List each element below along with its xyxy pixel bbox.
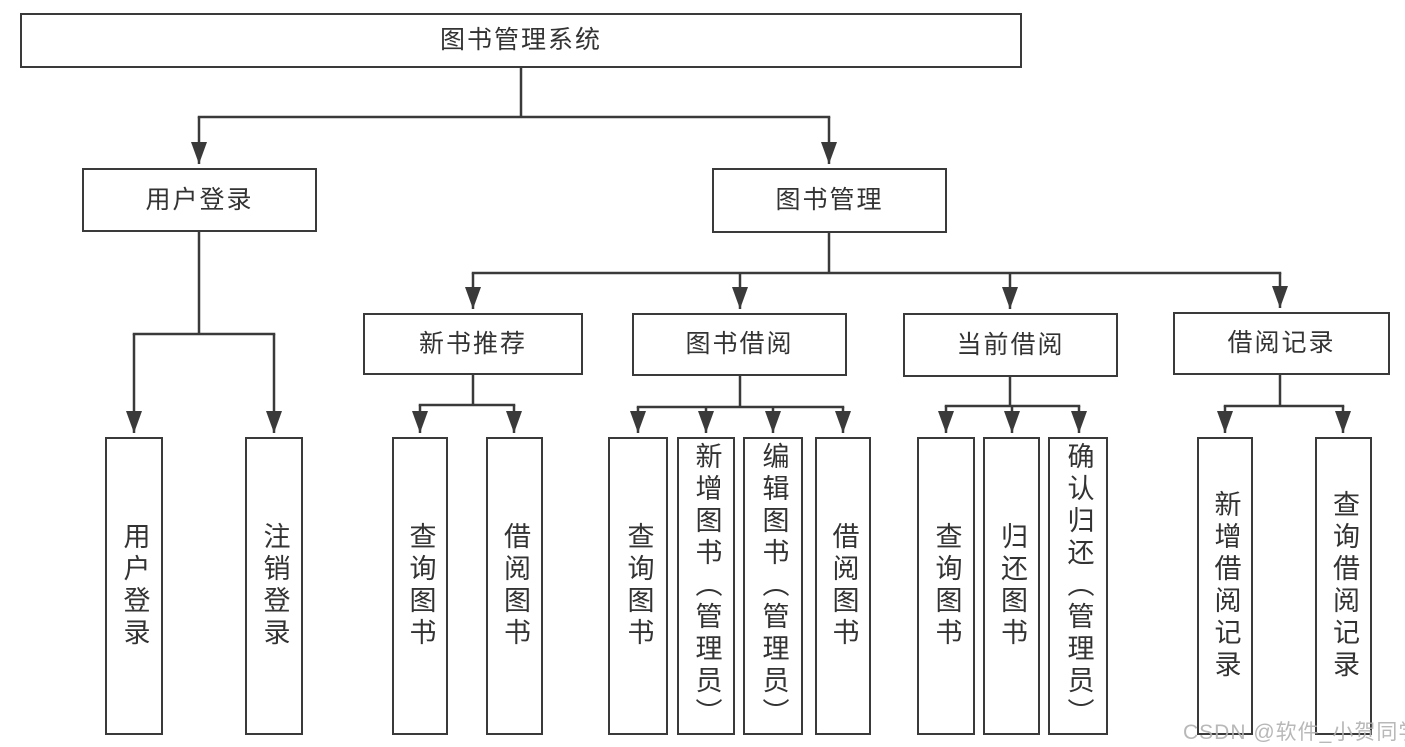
node-current-borrow-label: 当前借阅 bbox=[956, 330, 1065, 359]
node-book-management: 图书管理 bbox=[712, 168, 947, 233]
leaf-borrow-books: 借阅图书 bbox=[815, 437, 871, 735]
leaf-logout-label: 注销登录 bbox=[259, 522, 290, 650]
leaf-query-books-borrow-label: 查询图书 bbox=[623, 522, 654, 650]
leaf-query-books-recommend-label: 查询图书 bbox=[405, 522, 436, 650]
node-new-book-recommend-label: 新书推荐 bbox=[418, 329, 527, 358]
node-book-borrow: 图书借阅 bbox=[632, 313, 847, 376]
node-library-management-system: 图书管理系统 bbox=[20, 13, 1022, 68]
leaf-borrow-books-recommend-label: 借阅图书 bbox=[500, 522, 530, 650]
leaf-user-login: 用户登录 bbox=[105, 437, 163, 735]
node-new-book-recommend: 新书推荐 bbox=[363, 313, 583, 375]
leaf-edit-book-admin-label: 编辑图书（管理员） bbox=[758, 442, 789, 730]
watermark: CSDN @软件_小贺同学 bbox=[1183, 721, 1405, 744]
node-library-management-system-label: 图书管理系统 bbox=[439, 26, 602, 54]
leaf-add-book-admin: 新增图书（管理员） bbox=[677, 437, 735, 735]
node-user-login: 用户登录 bbox=[82, 168, 317, 232]
leaf-confirm-return-admin: 确认归还（管理员） bbox=[1048, 437, 1108, 735]
leaf-return-book: 归还图书 bbox=[983, 437, 1040, 735]
leaf-confirm-return-admin-label: 确认归还（管理员） bbox=[1063, 442, 1094, 730]
connector-stems bbox=[132, 66, 1345, 409]
leaf-query-borrow-record-label: 查询借阅记录 bbox=[1329, 490, 1359, 682]
leaf-query-books-recommend: 查询图书 bbox=[392, 437, 448, 735]
leaf-borrow-books-label: 借阅图书 bbox=[828, 522, 859, 650]
leaf-logout: 注销登录 bbox=[245, 437, 303, 735]
node-user-login-label: 用户登录 bbox=[145, 185, 254, 214]
leaf-borrow-books-recommend: 借阅图书 bbox=[486, 437, 543, 735]
leaf-user-login-label: 用户登录 bbox=[119, 522, 150, 650]
leaf-add-borrow-record: 新增借阅记录 bbox=[1197, 437, 1253, 735]
leaf-edit-book-admin: 编辑图书（管理员） bbox=[743, 437, 803, 735]
leaf-query-borrow-record: 查询借阅记录 bbox=[1315, 437, 1372, 735]
node-book-borrow-label: 图书借阅 bbox=[685, 330, 794, 358]
node-borrow-records-label: 借阅记录 bbox=[1227, 329, 1336, 357]
leaf-return-book-label: 归还图书 bbox=[997, 522, 1027, 650]
leaf-query-books-current: 查询图书 bbox=[917, 437, 975, 735]
leaf-query-books-borrow: 查询图书 bbox=[608, 437, 668, 735]
node-borrow-records: 借阅记录 bbox=[1173, 312, 1390, 375]
node-current-borrow: 当前借阅 bbox=[903, 313, 1118, 377]
leaf-add-borrow-record-label: 新增借阅记录 bbox=[1210, 490, 1241, 682]
leaf-add-book-admin-label: 新增图书（管理员） bbox=[691, 442, 722, 730]
node-book-management-label: 图书管理 bbox=[775, 186, 884, 214]
leaf-query-books-current-label: 查询图书 bbox=[931, 522, 962, 650]
